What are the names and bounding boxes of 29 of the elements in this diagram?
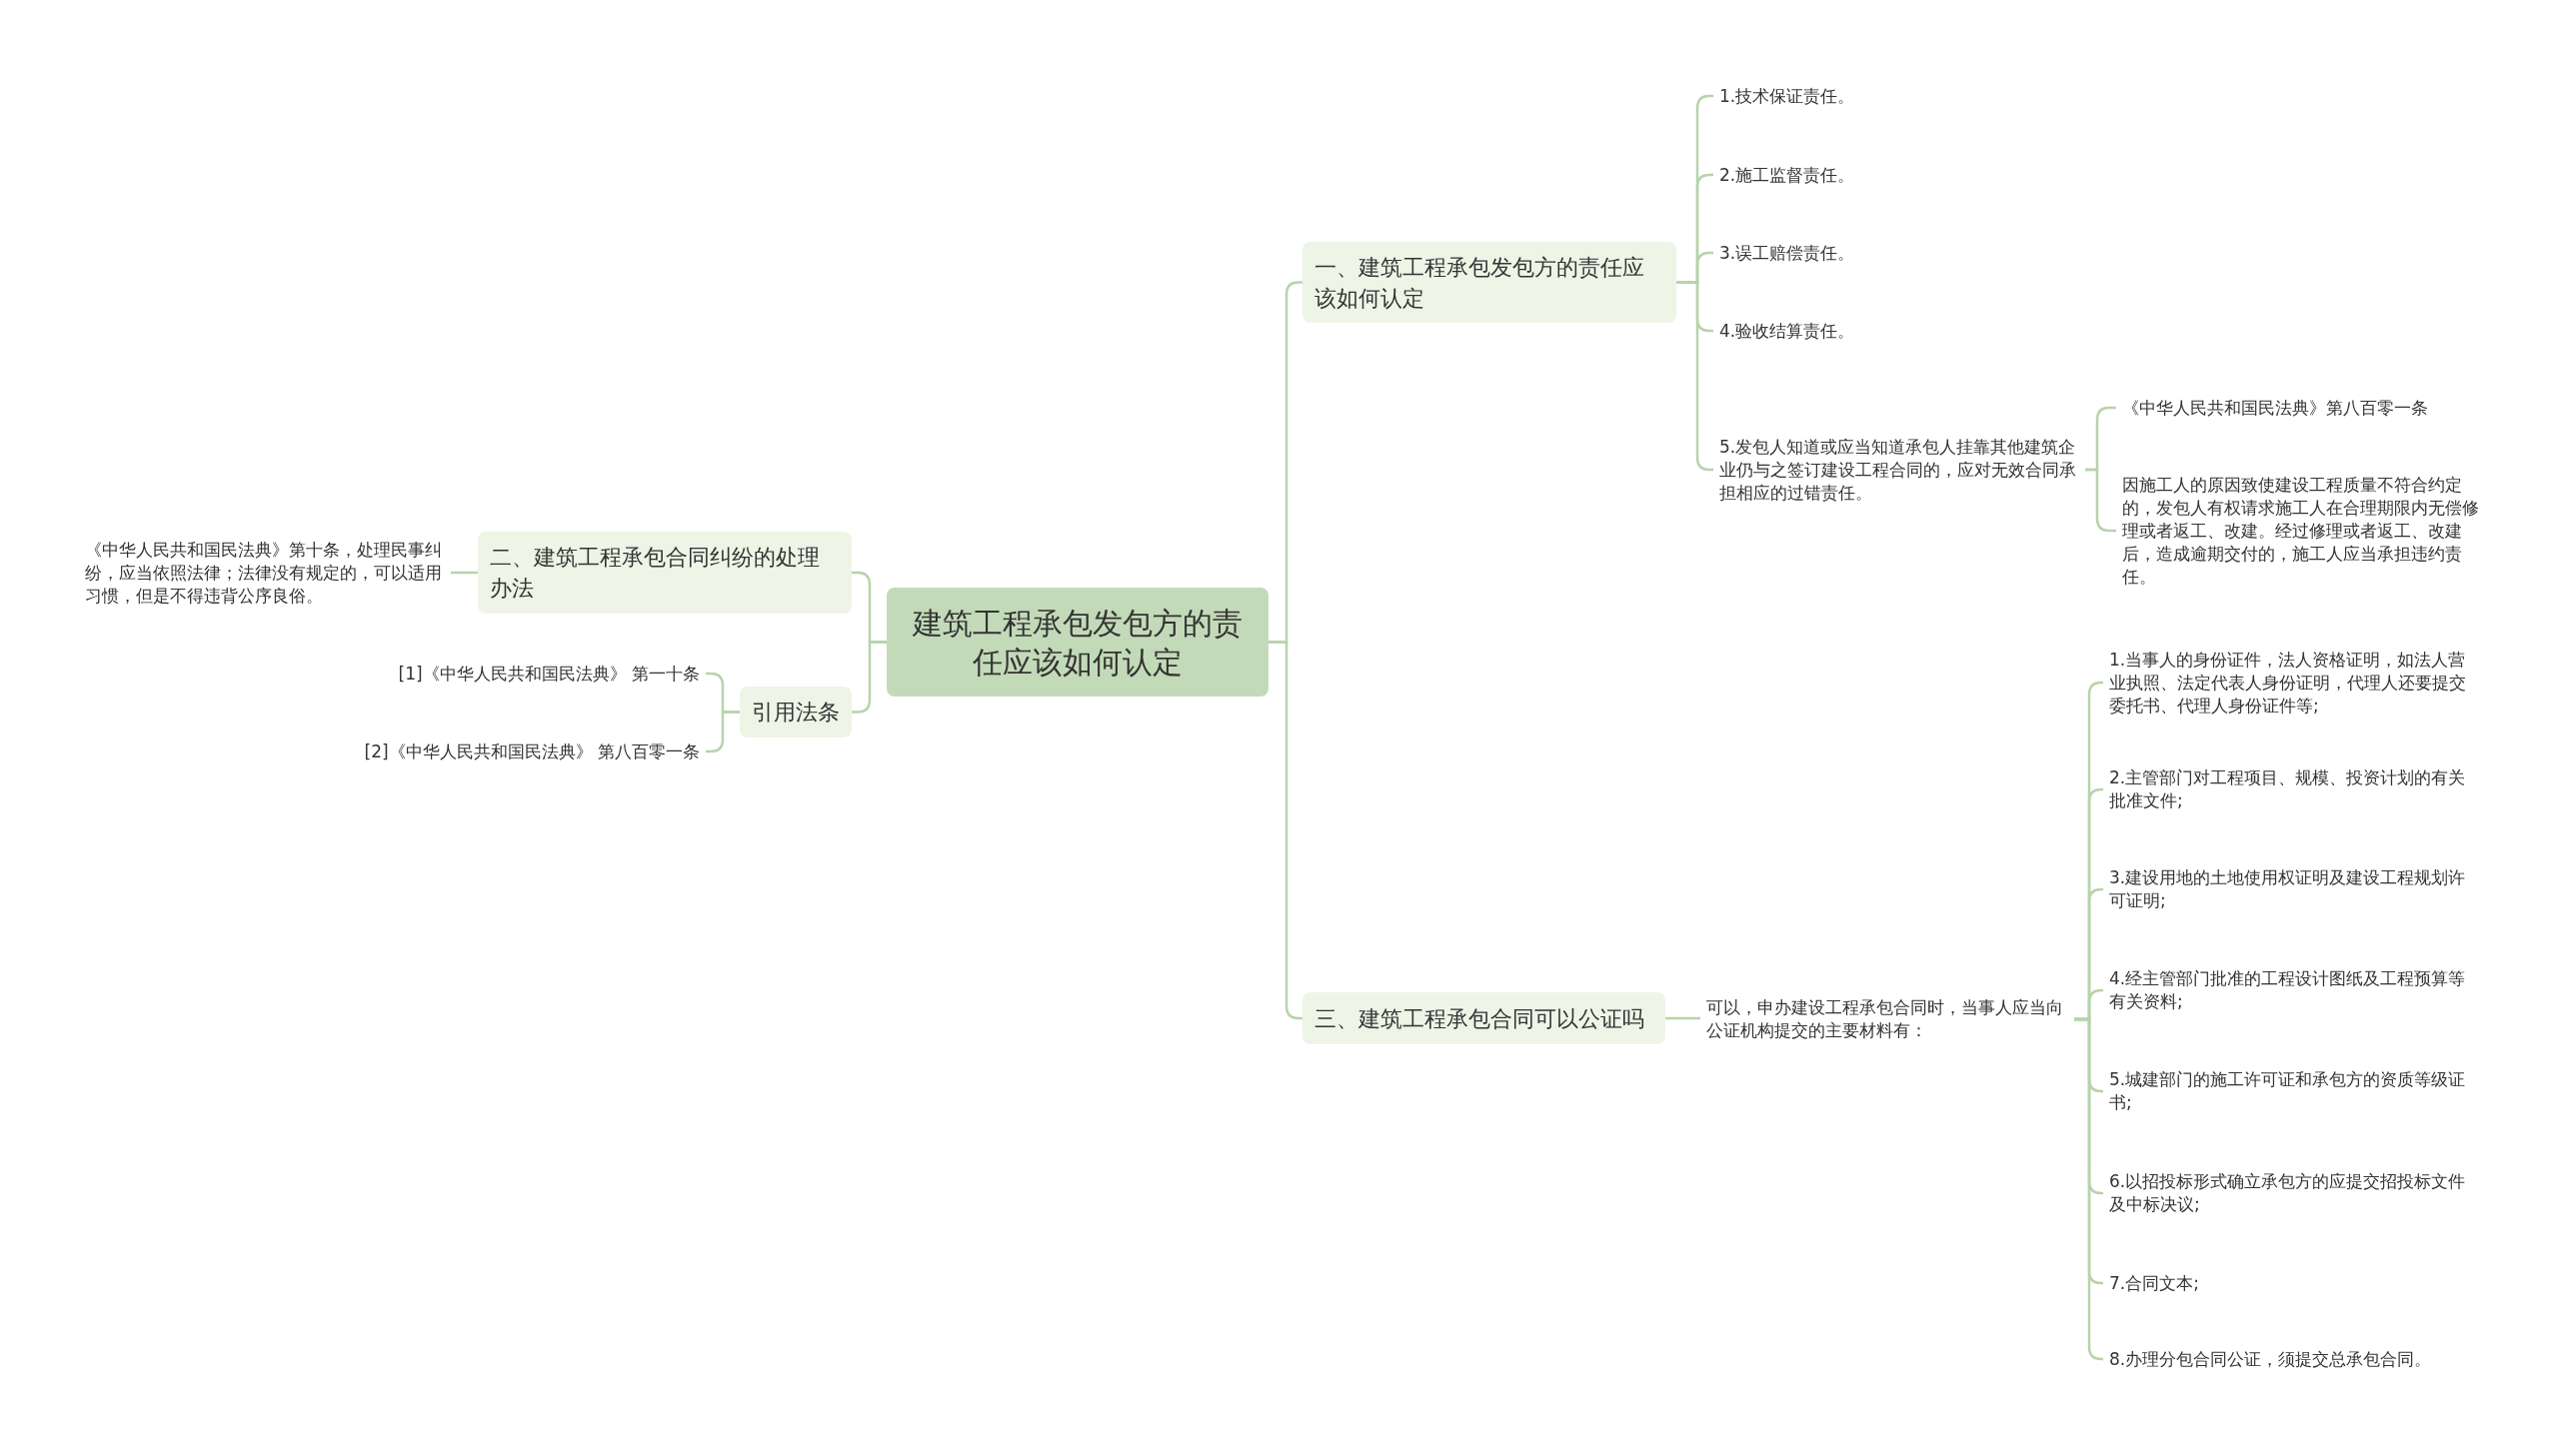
connector-line — [706, 711, 740, 753]
topic-box: 引用法条 — [740, 687, 852, 737]
topic-text: 5.城建部门的施工许可证和承包方的资质等级证书; — [2109, 1066, 2467, 1116]
topic-box: 三、建筑工程承包合同可以公证吗 — [1302, 992, 1665, 1044]
topic-text: 3.建设用地的土地使用权证明及建设工程规划许可证明; — [2109, 864, 2467, 914]
topic-text: 1.技术保证责任。 — [1719, 82, 2019, 110]
topic-text: [2]《中华人民共和国民法典》 第八百零一条 — [330, 737, 700, 765]
topic-text: 2.施工监督责任。 — [1719, 161, 2019, 189]
topic-text: 1.当事人的身份证件，法人资格证明，如法人营业执照、法定代表人身份证明，代理人还要提交委托书、代理人身份证件等; — [2109, 647, 2467, 719]
topic-text: [1]《中华人民共和国民法典》 第一十条 — [360, 660, 700, 688]
topic-text: 8.办理分包合同公证，须提交总承包合同。 — [2109, 1345, 2489, 1373]
topic-text: 因施工人的原因致使建设工程质量不符合约定的，发包人有权请求施工人在合理期限内无偿修理或者返工、改建。经过修理或者返工、改建后，造成逾期交付的，施工人应当承担违约责任。 — [2122, 472, 2480, 590]
topic-text: 4.经主管部门批准的工程设计图纸及工程预算等有关资料; — [2109, 965, 2467, 1015]
topic-text: 7.合同文本; — [2109, 1269, 2467, 1297]
topic-box: 二、建筑工程承包合同纠纷的处理办法 — [478, 532, 852, 614]
topic-text: 3.误工赔偿责任。 — [1719, 239, 2019, 267]
connector-line — [1269, 641, 1302, 1020]
topic-text: 6.以招投标形式确立承包方的应提交招投标文件及中标决议; — [2109, 1168, 2467, 1218]
topic-text: 5.发包人知道或应当知道承包人挂靠其他建筑企业仍与之签订建设工程合同的，应对无效合同承担相应的过错责任。 — [1719, 434, 2079, 506]
topic-text: 2.主管部门对工程项目、规模、投资计划的有关批准文件; — [2109, 764, 2467, 814]
topic-text: 《中华人民共和国民法典》第十条，处理民事纠纷，应当依照法律；法律没有规定的，可以适用习惯，但是不得违背公序良俗。 — [85, 537, 445, 609]
topic-text: 《中华人民共和国民法典》第八百零一条 — [2122, 394, 2502, 422]
topic-text: 4.验收结算责任。 — [1719, 317, 2019, 345]
connector-line — [451, 571, 478, 575]
connector-line — [2074, 1017, 2104, 1361]
topic-text: 可以，申办建设工程承包合同时，当事人应当向公证机构提交的主要材料有： — [1706, 994, 2068, 1044]
topic-box: 一、建筑工程承包发包方的责任应该如何认定 — [1302, 242, 1676, 323]
central-topic-box: 建筑工程承包发包方的责任应该如何认定 — [887, 588, 1269, 697]
connector-line — [1665, 1016, 1700, 1020]
